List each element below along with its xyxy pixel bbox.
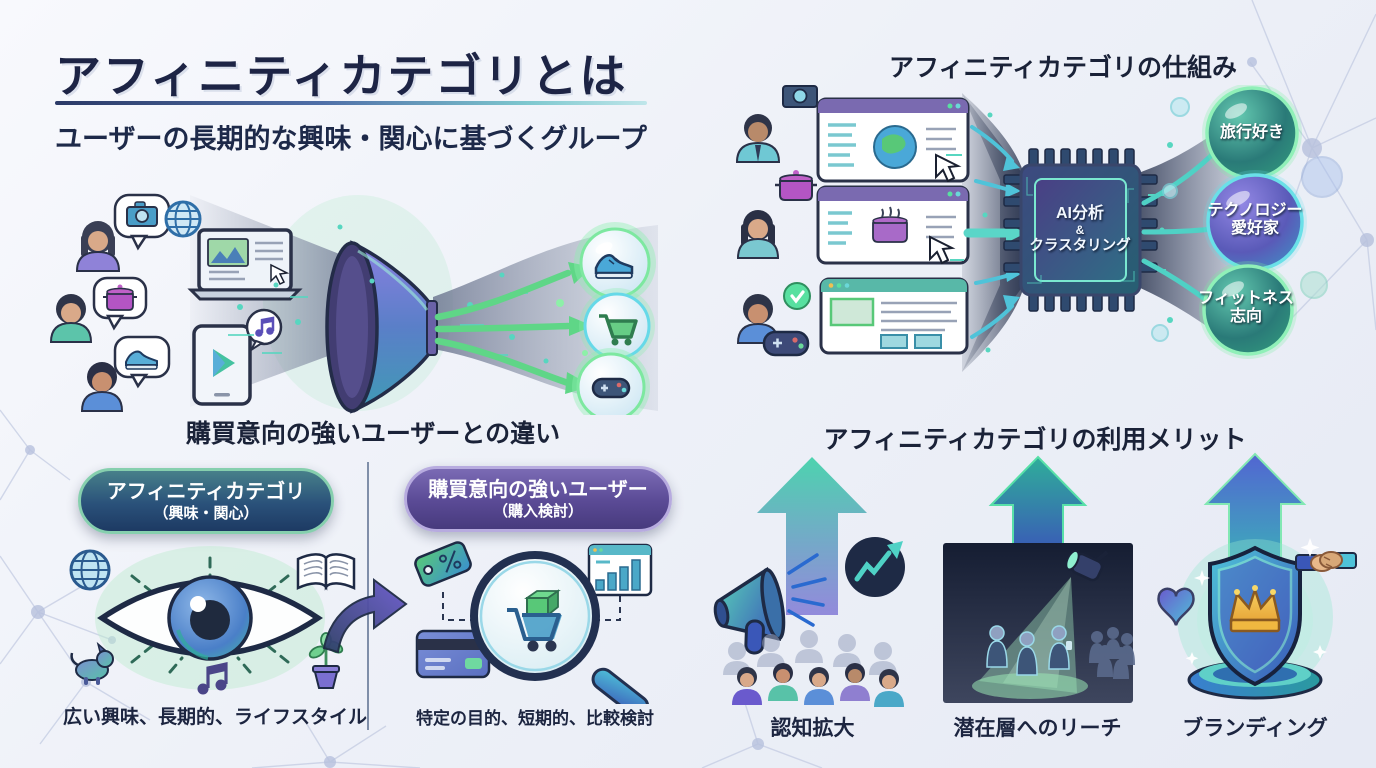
laptop-icon xyxy=(187,228,303,301)
inmarket-magnifier-illustration xyxy=(414,541,653,704)
heart-icon xyxy=(1157,587,1195,626)
interest-bubble-travel xyxy=(1202,85,1302,183)
mechanism-heading: アフィニティカテゴリの仕組み xyxy=(888,54,1237,82)
interest-bubble-technology xyxy=(1203,170,1307,274)
shield-crown-icon xyxy=(1208,545,1302,687)
chip-label-line2: & xyxy=(1075,223,1085,238)
inmarket-pill-subtitle: （購入検討） xyxy=(492,502,583,520)
crowd xyxy=(723,630,904,707)
funnel-icon xyxy=(325,240,438,414)
price-tag-icon xyxy=(414,541,472,587)
product-bubble-cart xyxy=(579,288,655,364)
product-bubble-controller xyxy=(572,348,650,415)
benefit-awareness-illustration xyxy=(713,457,905,707)
browser-window-article xyxy=(819,277,969,355)
globe-small-icon xyxy=(69,549,111,591)
mech-particles xyxy=(946,112,1173,353)
bubble-technology-line1: テクノロジー xyxy=(1207,202,1303,219)
inmarket-pill-title: 購買意向の強いユーザー xyxy=(428,478,648,501)
user-avatar-1 xyxy=(75,221,121,272)
spotlight-icon xyxy=(1065,549,1109,582)
mech-camera-icon xyxy=(782,85,818,108)
affinity-pill-title: アフィニティカテゴリ xyxy=(106,480,306,503)
tablet-icon xyxy=(192,324,252,406)
benefit-label-reach: 潜在層へのリーチ xyxy=(953,717,1122,740)
output-arrows xyxy=(434,269,572,387)
small-bubbles xyxy=(1151,97,1343,342)
product-bubble-sneaker xyxy=(574,222,656,304)
browser-window-recipe xyxy=(816,185,970,265)
globe-icon xyxy=(164,200,202,238)
chip-label-line1: AI分析 xyxy=(1055,205,1104,222)
benefit-label-awareness: 認知拡大 xyxy=(770,717,855,740)
sneaker-bubble-icon xyxy=(113,335,171,389)
user-avatar-3 xyxy=(80,362,124,412)
comparison-divider xyxy=(367,462,369,730)
page-title: アフィニティカテゴリとは xyxy=(55,50,628,102)
bubble-label-technology: テクノロジー 愛好家 xyxy=(1200,202,1310,239)
up-arrow xyxy=(988,455,1088,556)
funnel-illustration xyxy=(49,193,658,415)
affinity-pill-subtitle: （興味・関心） xyxy=(153,504,259,522)
comparison-transition-arrow xyxy=(322,578,408,654)
plant-icon xyxy=(308,632,344,689)
page-subtitle: ユーザーの長期的な興味・関心に基づくグループ xyxy=(55,124,647,154)
bubble-technology-line2: 愛好家 xyxy=(1230,220,1279,238)
mech-avatar-2 xyxy=(736,210,780,259)
comparison-heading: 購買意向の強いユーザーとの違い xyxy=(185,420,561,448)
title-underline xyxy=(55,101,647,105)
chip-label-line3: クラスタリング xyxy=(1029,237,1131,254)
bubble-fitness-line2: 志向 xyxy=(1229,308,1262,326)
radiating-dashes xyxy=(130,556,290,674)
benefit-branding-illustration xyxy=(1157,452,1357,700)
ai-chip-icon xyxy=(1003,148,1158,312)
pot-bubble-icon xyxy=(92,276,148,331)
sparkles xyxy=(1185,538,1327,665)
affinity-eye-illustration xyxy=(69,546,356,695)
mech-controller-icon xyxy=(762,330,810,357)
music-note-bubble-icon xyxy=(245,308,283,351)
growth-chart-icon xyxy=(845,537,905,597)
handshake-icon xyxy=(1295,551,1357,572)
up-arrow xyxy=(757,457,867,615)
cart-in-lens xyxy=(507,589,562,652)
bubble-label-travel: 旅行好き xyxy=(1204,124,1300,142)
music-note-icon xyxy=(197,662,228,695)
bubble-fitness-line1: フィットネス xyxy=(1198,290,1294,307)
bubble-travel-line1: 旅行好き xyxy=(1219,124,1284,141)
dog-icon xyxy=(70,641,114,685)
lit-people xyxy=(986,625,1072,676)
data-particles xyxy=(228,224,588,364)
mechanism-illustration xyxy=(735,85,1343,372)
bubble-label-fitness: フィットネス 志向 xyxy=(1196,290,1296,327)
inmarket-pill: 購買意向の強いユーザー （購入検討） xyxy=(404,466,672,532)
mech-pot-icon xyxy=(775,170,817,201)
ai-chip-label: AI分析 & クラスタリング xyxy=(1022,204,1138,255)
inmarket-caption: 特定の目的、短期的、比較検討 xyxy=(416,709,654,728)
light-pool xyxy=(972,673,1088,699)
eye-icon xyxy=(97,575,323,661)
magnifier-cart-icon xyxy=(470,551,650,704)
affinity-pill: アフィニティカテゴリ （興味・関心） xyxy=(78,468,334,534)
sound-lines xyxy=(787,553,827,627)
camera-bubble-icon xyxy=(113,193,171,251)
check-icon xyxy=(783,282,811,310)
interest-bubble-fitness xyxy=(1199,261,1297,359)
benefit-reach-illustration xyxy=(943,455,1135,703)
benefit-label-branding: ブランディング xyxy=(1182,717,1328,740)
affinity-caption: 広い興味、長期的、ライフスタイル xyxy=(62,707,367,728)
browser-window-globe xyxy=(816,97,970,183)
bar-chart-window-icon xyxy=(587,543,653,597)
waiting-group xyxy=(1089,627,1135,679)
benefits-heading: アフィニティカテゴリの利用メリット xyxy=(823,426,1247,454)
credit-card-icon xyxy=(415,629,491,679)
mech-avatar-1 xyxy=(735,114,781,163)
user-avatar-2 xyxy=(49,294,93,343)
book-icon xyxy=(296,553,356,591)
